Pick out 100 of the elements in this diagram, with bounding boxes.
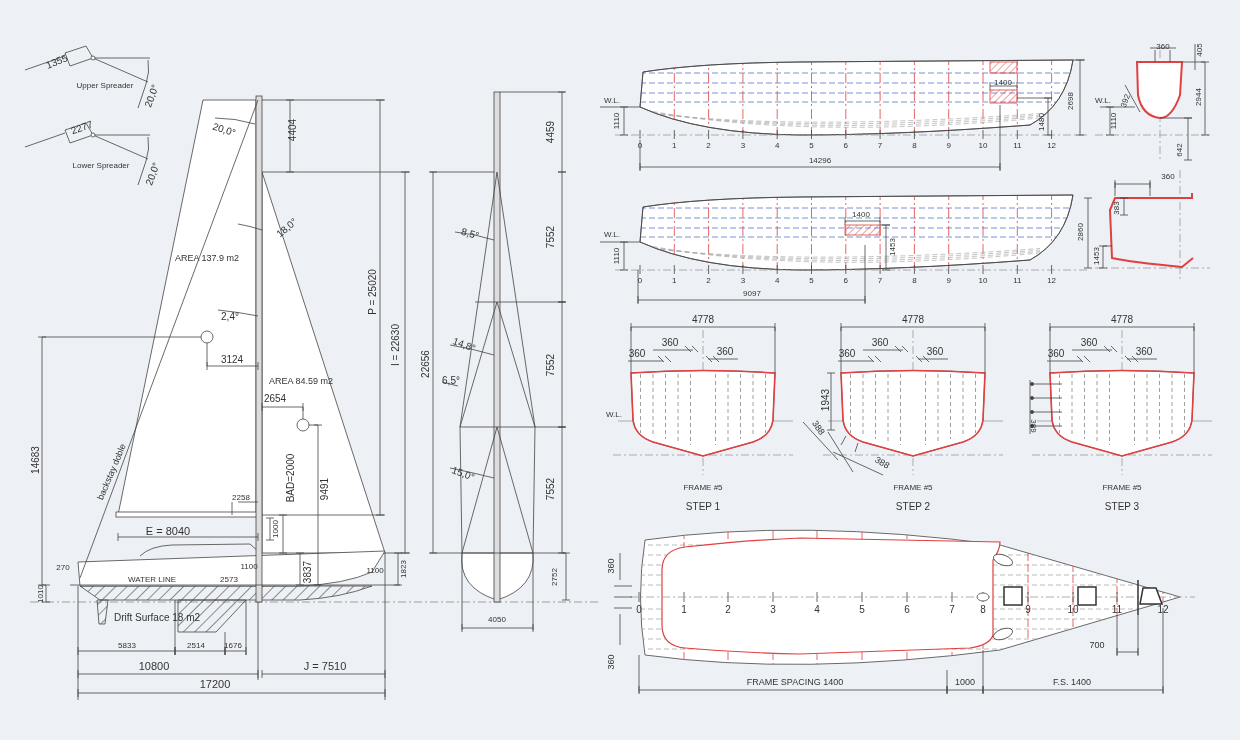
dimension-value: 360 [1080, 338, 1098, 348]
dimension-value: 4778 [1110, 315, 1134, 325]
area-label: AREA 84.59 m2 [269, 376, 333, 386]
dimension-value: 2277 [69, 119, 95, 137]
dimension-value: 700 [1089, 640, 1105, 650]
frame-number: 8 [912, 142, 917, 150]
dimension-value: 388 [810, 419, 826, 437]
frame-number: 2 [706, 142, 711, 150]
dimension-value: 7552 [546, 353, 556, 377]
frame-number: 0 [637, 277, 643, 285]
dimension-value: 14683 [31, 446, 41, 474]
dimension-value: 1110 [613, 247, 621, 265]
dimension-value: 360 [606, 654, 616, 670]
dimension-value: 5833 [118, 642, 136, 650]
dimension-value: 360 [1047, 349, 1065, 359]
dimension-value: 2860 [1077, 223, 1085, 241]
dimension-value: F.S. 1400 [1053, 677, 1091, 687]
section-caption: FRAME #5 [683, 484, 723, 492]
frame-number: 12 [1157, 605, 1169, 615]
frame-number: 4 [814, 605, 820, 615]
angle-value: 8,5° [460, 226, 480, 242]
dimension-value: 2514 [187, 642, 205, 650]
dimension-value: 360 [1156, 43, 1170, 51]
dimension-value: 1110 [613, 112, 621, 130]
dimension-value: 1110 [1110, 112, 1118, 130]
frame-number: 6 [843, 142, 848, 150]
dimension-value: I = 22630 [391, 324, 401, 366]
dimension-value: FRAME SPACING 1400 [746, 677, 844, 687]
dimension-value: 1000 [272, 520, 280, 538]
dimension-value: 1010 [37, 585, 45, 603]
dimension-value: 1943 [821, 388, 831, 412]
dimension-value: 360 [871, 338, 889, 348]
angle-value: 20,0° [211, 121, 237, 139]
dimension-value: 360 [716, 347, 734, 357]
frame-number: 4 [774, 277, 780, 285]
waterline-label: W.L. [604, 231, 620, 239]
frame-number: 8 [912, 277, 917, 285]
dimension-value: 388 [873, 455, 891, 471]
dimension-value: 360 [926, 347, 944, 357]
waterline-label: W.L. [1095, 97, 1111, 105]
part-label: Upper Spreader [76, 82, 134, 90]
dimension-value: 22656 [421, 350, 431, 378]
dimension-value: E = 8040 [145, 525, 191, 537]
frame-number: 9 [946, 277, 951, 285]
step-caption: STEP 1 [685, 502, 721, 512]
frame-number: 10 [978, 277, 988, 285]
frame-number: 7 [949, 605, 955, 615]
dimension-value: 642 [1176, 143, 1184, 157]
dimension-value: 4778 [691, 315, 715, 325]
angle-value: 2,4° [221, 312, 239, 322]
dimension-value: 392 [1119, 93, 1133, 109]
dimension-value: 4050 [488, 616, 506, 624]
area-label: Drift Surface 18 m2 [113, 613, 201, 623]
angle-value: 20,0° [144, 161, 162, 187]
dimension-value: 389 [1029, 419, 1037, 433]
dimension-value: 1000 [955, 677, 975, 687]
dimension-value: 1100 [240, 563, 258, 571]
dimension-value: 360 [1135, 347, 1153, 357]
dimension-value: 7552 [546, 225, 556, 249]
dimension-value: 1453 [1093, 247, 1101, 265]
dimension-value: 1676 [224, 642, 242, 650]
dimension-value: 17200 [199, 678, 231, 690]
frame-number: 8 [980, 605, 986, 615]
frame-number: 2 [725, 605, 731, 615]
frame-number: 10 [978, 142, 988, 150]
section-caption: FRAME #5 [1102, 484, 1142, 492]
angle-value: 6,5° [442, 376, 460, 386]
dimension-value: 3124 [220, 355, 244, 365]
dimension-value: 360 [606, 558, 616, 574]
frame-number: 12 [1047, 277, 1057, 285]
dimension-value: 2258 [232, 494, 250, 502]
area-label: AREA 137.9 m2 [175, 253, 239, 263]
frame-number: 3 [740, 142, 746, 150]
dimension-value: BAD=2000 [286, 453, 296, 503]
angle-value: 14,8° [451, 336, 477, 354]
frame-number: 1 [672, 277, 677, 285]
dimension-value: 1480 [1038, 113, 1046, 131]
frame-number: 5 [859, 605, 865, 615]
frame-number: 5 [809, 142, 814, 150]
frame-number: 2 [706, 277, 711, 285]
frame-number: 11 [1013, 277, 1022, 285]
part-label: Lower Spreader [72, 162, 130, 170]
frame-number: 4 [774, 142, 780, 150]
dimension-value: 1400 [994, 79, 1012, 87]
dimension-value: 2573 [220, 576, 238, 584]
dimension-value: 2944 [1195, 88, 1203, 106]
dimension-value: 1400 [852, 211, 870, 219]
dimension-value: 383 [1113, 201, 1121, 215]
dimension-value: 9097 [743, 290, 761, 298]
frame-number: 1 [672, 142, 677, 150]
frame-number: 1 [681, 605, 687, 615]
angle-value: 15,0° [450, 465, 476, 483]
dimension-value: 7552 [546, 477, 556, 501]
frame-number: 3 [740, 277, 746, 285]
dimension-value: J = 7510 [303, 660, 347, 672]
frame-number: 12 [1047, 142, 1057, 150]
frame-number: 7 [877, 277, 883, 285]
dimension-value: 2654 [263, 394, 287, 404]
dimension-value: 4404 [288, 118, 298, 142]
dimension-value: 1355 [44, 53, 70, 71]
